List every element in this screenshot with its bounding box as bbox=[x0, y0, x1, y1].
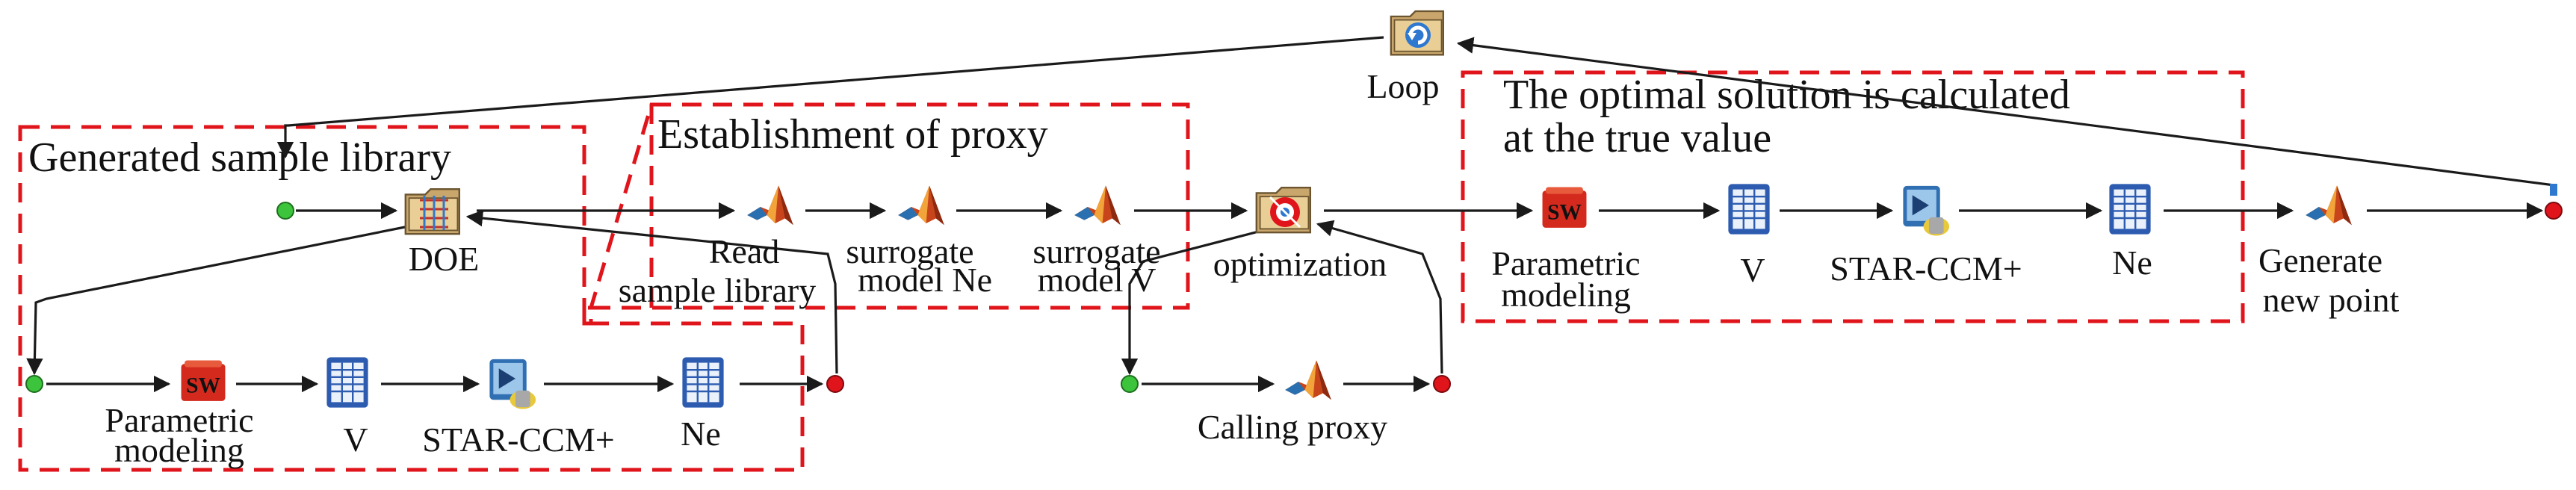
group-title-optimal-line2: at the true value bbox=[1503, 115, 1771, 161]
group-title-proxy: Establishment of proxy bbox=[657, 111, 1048, 158]
spreadsheet-icon bbox=[681, 356, 725, 409]
node-read-sample-library[interactable]: Read sample library bbox=[619, 185, 816, 309]
node-surrogate-model-ne[interactable]: surrogate model Ne bbox=[846, 185, 992, 299]
doe-grid-icon bbox=[404, 187, 460, 235]
generate-line1: Generate bbox=[2258, 241, 2383, 279]
node-surrogate-model-v[interactable]: surrogate model V bbox=[1032, 185, 1161, 299]
star-top-label: STAR-CCM+ bbox=[1830, 249, 2022, 288]
matlab-icon bbox=[898, 185, 944, 226]
starccm-icon bbox=[1903, 185, 1950, 236]
node-doe[interactable]: DOE bbox=[404, 187, 480, 278]
surrogate-v-line2: model V bbox=[1038, 261, 1157, 299]
spreadsheet-icon bbox=[2108, 183, 2152, 235]
node-generate-new-point[interactable]: Generate new point bbox=[2258, 185, 2400, 319]
edge-optimization-to-proxy-start bbox=[1121, 227, 1271, 376]
edge-loop-to-start bbox=[276, 36, 1384, 159]
group-box-proxy bbox=[582, 102, 1190, 326]
optimizer-icon bbox=[1255, 186, 1312, 234]
solidworks-icon bbox=[1542, 187, 1587, 228]
group-box-sample-library bbox=[18, 125, 805, 472]
spreadsheet-icon bbox=[326, 356, 369, 409]
matlab-icon bbox=[1285, 360, 1331, 400]
optimization-label: optimization bbox=[1213, 245, 1387, 283]
ne-top-label: Ne bbox=[2112, 244, 2152, 282]
v-bottom-label: V bbox=[343, 421, 368, 459]
param-bottom-line2: modeling bbox=[114, 431, 244, 469]
node-starccm-top[interactable]: STAR-CCM+ bbox=[1830, 185, 2022, 288]
edge-proxy-end-to-optimization bbox=[1316, 220, 1443, 374]
param-top-line2: modeling bbox=[1501, 276, 1631, 314]
group-title-sample-library: Generated sample library bbox=[28, 134, 451, 181]
end-dot-sample-sub[interactable] bbox=[826, 375, 844, 393]
loop-handle-marker[interactable] bbox=[2550, 184, 2557, 196]
generate-line2: new point bbox=[2263, 281, 2400, 319]
ne-bottom-label: Ne bbox=[681, 415, 721, 453]
group-box-optimal-solution bbox=[1461, 70, 2245, 323]
v-top-label: V bbox=[1740, 251, 1765, 289]
node-loop[interactable]: Loop bbox=[1366, 10, 1445, 105]
node-v-top[interactable]: V bbox=[1727, 183, 1771, 289]
param-top-line1: Parametric bbox=[1491, 244, 1640, 282]
matlab-icon bbox=[1074, 185, 1121, 226]
surrogate-ne-line2: model Ne bbox=[858, 261, 992, 299]
loop-icon bbox=[1390, 10, 1445, 56]
node-calling-proxy[interactable]: Calling proxy bbox=[1198, 360, 1387, 446]
surrogate-ne-line1: surrogate bbox=[846, 232, 973, 270]
edge-doe-to-bottom-start bbox=[26, 224, 413, 376]
start-dot-sample-sub[interactable] bbox=[25, 375, 43, 393]
loop-label: Loop bbox=[1366, 67, 1439, 105]
solidworks-icon bbox=[181, 360, 226, 401]
starccm-icon bbox=[489, 359, 536, 409]
node-ne-bottom[interactable]: Ne bbox=[681, 356, 725, 453]
node-optimization[interactable]: optimization bbox=[1213, 186, 1387, 283]
start-dot-main[interactable] bbox=[276, 202, 294, 220]
end-dot-proxy-sub[interactable] bbox=[1433, 375, 1451, 393]
start-dot-proxy-sub[interactable] bbox=[1121, 375, 1139, 393]
read-label-line2: sample library bbox=[619, 271, 816, 309]
doe-label: DOE bbox=[409, 240, 480, 278]
node-ne-top[interactable]: Ne bbox=[2108, 183, 2152, 282]
param-bottom-line1: Parametric bbox=[105, 401, 253, 439]
spreadsheet-icon bbox=[1727, 183, 1771, 235]
node-parametric-modeling-top[interactable]: Parametric modeling bbox=[1491, 187, 1641, 314]
calling-proxy-label: Calling proxy bbox=[1198, 408, 1387, 446]
star-bottom-label: STAR-CCM+ bbox=[422, 421, 614, 459]
edge-bottom-end-to-doe bbox=[465, 209, 838, 374]
node-starccm-bottom[interactable]: STAR-CCM+ bbox=[422, 359, 615, 459]
surrogate-v-line1: surrogate bbox=[1032, 232, 1160, 270]
node-parametric-modeling-bottom[interactable]: Parametric modeling bbox=[105, 360, 254, 469]
node-v-bottom[interactable]: V bbox=[326, 356, 369, 459]
matlab-icon bbox=[2306, 185, 2352, 226]
end-dot-main[interactable] bbox=[2545, 202, 2563, 220]
read-label-line1: Read bbox=[709, 232, 780, 270]
matlab-icon bbox=[747, 185, 793, 226]
